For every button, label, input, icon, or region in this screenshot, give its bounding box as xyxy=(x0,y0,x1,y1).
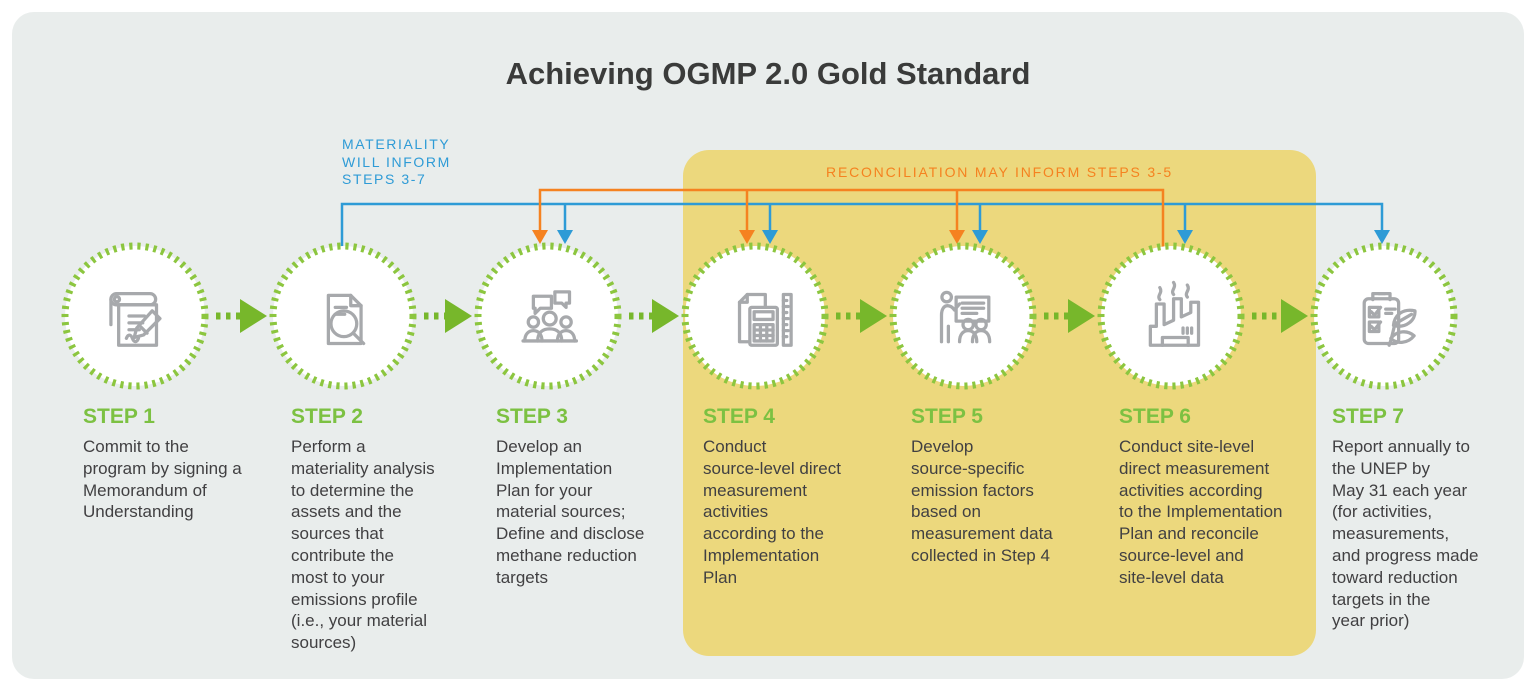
step-1-circle xyxy=(59,240,211,392)
materiality-annotation: MATERIALITY WILL INFORM STEPS 3-7 xyxy=(342,136,451,187)
calculator-ruler-icon xyxy=(737,292,793,347)
factory-icon xyxy=(1148,280,1201,347)
presentation-icon xyxy=(939,290,992,344)
reconciliation-annotation: RECONCILIATION MAY INFORM STEPS 3-5 xyxy=(826,164,1173,180)
step-6-circle xyxy=(1095,240,1247,392)
meeting-discussion-icon xyxy=(521,290,579,343)
step-3: STEP 3 Develop an Implementation Plan fo… xyxy=(472,240,672,589)
dashed-ring xyxy=(1310,242,1458,390)
step-description: Conduct source-level direct measurement … xyxy=(703,437,841,587)
dashed-ring xyxy=(474,242,622,390)
dashed-ring xyxy=(269,242,417,390)
step-2-circle xyxy=(267,240,419,392)
dashed-ring xyxy=(1097,242,1245,390)
step-1: STEP 1 Commit to the program by signing … xyxy=(59,240,259,523)
step-description: Report annually to the UNEP by May 31 ea… xyxy=(1332,437,1479,631)
step-5: STEP 5 Develop source-specific emission … xyxy=(887,240,1087,567)
step-label: STEP 3 xyxy=(496,405,568,428)
step-label: STEP 2 xyxy=(291,405,363,428)
signing-document-icon xyxy=(109,292,162,347)
step-4-circle xyxy=(679,240,831,392)
step-3-circle xyxy=(472,240,624,392)
document-magnifier-icon xyxy=(326,293,366,346)
dashed-ring xyxy=(889,242,1037,390)
step-7: STEP 7 Report annually to the UNEP by Ma… xyxy=(1308,240,1508,632)
step-description: Conduct site-level direct measurement ac… xyxy=(1119,437,1283,587)
step-description: Perform a materiality analysis to determ… xyxy=(291,437,435,653)
step-7-circle xyxy=(1308,240,1460,392)
step-4: STEP 4 Conduct source-level direct measu… xyxy=(679,240,879,589)
step-2: STEP 2 Perform a materiality analysis to… xyxy=(267,240,467,654)
step-label: STEP 1 xyxy=(83,405,155,428)
step-label: STEP 6 xyxy=(1119,405,1191,428)
checklist-leaf-icon xyxy=(1362,292,1417,347)
step-description: Develop an Implementation Plan for your … xyxy=(496,437,645,587)
step-label: STEP 7 xyxy=(1332,405,1404,428)
step-5-circle xyxy=(887,240,1039,392)
step-description: Develop source-specific emission factors… xyxy=(911,437,1053,565)
step-6: STEP 6 Conduct site-level direct measure… xyxy=(1095,240,1295,589)
step-description: Commit to the program by signing a Memor… xyxy=(83,437,242,522)
page-title: Achieving OGMP 2.0 Gold Standard xyxy=(505,56,1031,91)
step-label: STEP 5 xyxy=(911,405,983,428)
step-label: STEP 4 xyxy=(703,405,775,428)
